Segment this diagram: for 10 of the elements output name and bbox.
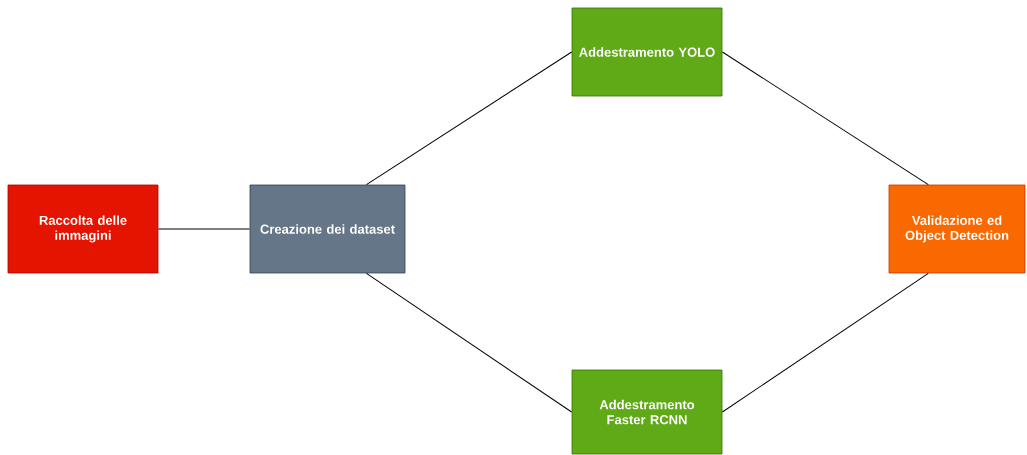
process-box: Validazione ed Object Detection (888, 184, 1026, 274)
connector-line (721, 272, 929, 413)
process-box: Raccolta delle immagini (7, 184, 159, 274)
process-box: Addestramento YOLO (571, 7, 723, 97)
process-box: Creazione dei dataset (249, 184, 406, 274)
connector-line (157, 228, 251, 230)
connector-line (721, 51, 929, 186)
process-box: Addestramento Faster RCNN (571, 369, 723, 455)
connector-line (365, 51, 573, 186)
connector-line (365, 272, 573, 413)
